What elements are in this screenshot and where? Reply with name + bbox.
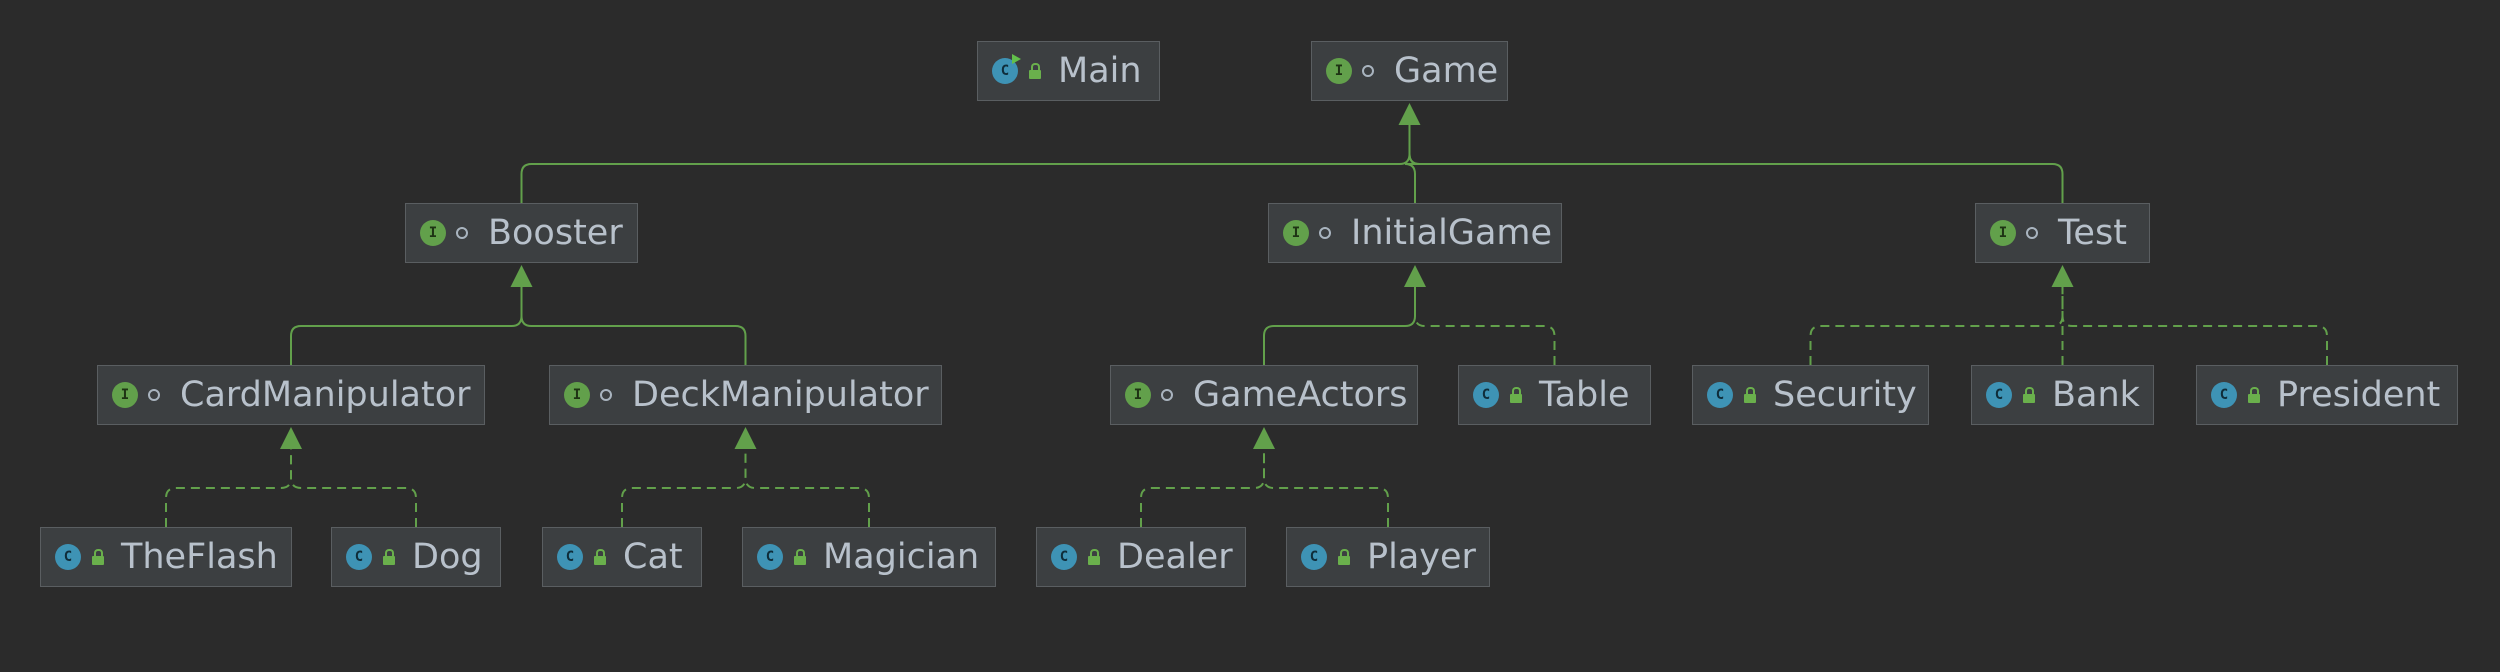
node-cat[interactable]: C Cat [542,527,702,587]
node-label: Booster [488,213,623,253]
public-lock-icon [593,549,607,565]
node-dealer[interactable]: C Dealer [1036,527,1246,587]
interface-icon: I [420,220,446,246]
node-security[interactable]: C Security [1692,365,1929,425]
interface-icon: I [1326,58,1352,84]
node-label: DeckManipulator [632,375,929,415]
public-lock-icon [1743,387,1757,403]
package-private-icon [2026,227,2042,239]
public-lock-icon [793,549,807,565]
node-table[interactable]: C Table [1458,365,1651,425]
arrowhead-test [2051,265,2074,287]
edge-theflash-to-cardmanipulator [165,449,292,527]
edge-test-to-game [1408,125,2064,203]
class-icon: C [2211,382,2237,408]
node-label: Dog [412,537,483,577]
node-label: Table [1539,375,1630,415]
class-icon: C [1707,382,1733,408]
node-label: Magician [823,537,980,577]
edge-magician-to-deckmanipulator [744,449,870,527]
interface-icon: I [564,382,590,408]
class-icon: C [1301,544,1327,570]
node-booster[interactable]: I Booster [405,203,638,263]
arrowhead-deckmanipulator [734,427,757,449]
class-icon: C [1051,544,1077,570]
node-gameactors[interactable]: I GameActors [1110,365,1418,425]
arrowhead-gameactors [1253,427,1275,449]
public-lock-icon [382,549,396,565]
node-label: Bank [2052,375,2140,415]
node-president[interactable]: C President [2196,365,2458,425]
public-lock-icon [1337,549,1351,565]
package-private-icon [1362,65,1378,77]
edge-booster-to-game [520,125,1411,203]
node-label: Game [1394,51,1499,91]
node-test[interactable]: I Test [1975,203,2150,263]
node-label: Dealer [1117,537,1233,577]
node-main[interactable]: C Main [977,41,1160,101]
class-icon: C [757,544,783,570]
node-dog[interactable]: C Dog [331,527,501,587]
public-lock-icon [1509,387,1523,403]
class-icon: C [1986,382,2012,408]
arrowhead-initialgame [1404,265,1426,287]
node-deckmanipulator[interactable]: I DeckManipulator [549,365,942,425]
edge-cardmanipulator-to-booster [290,287,523,365]
node-label: TheFlash [121,537,278,577]
package-private-icon [456,227,472,239]
edge-gameactors-to-initialgame [1263,287,1416,365]
edge-player-to-gameactors [1263,449,1389,527]
node-cardmanipulator[interactable]: I CardManipulator [97,365,485,425]
edge-dog-to-cardmanipulator [290,449,417,527]
node-initialgame[interactable]: I InitialGame [1268,203,1562,263]
edge-security-to-test [1809,287,2064,365]
class-icon: C [346,544,372,570]
package-private-icon [600,389,616,401]
node-label: President [2277,375,2441,415]
node-label: InitialGame [1351,213,1553,253]
edge-table-to-initialgame [1414,287,1556,365]
class-icon: C [557,544,583,570]
node-label: CardManipulator [180,375,471,415]
package-private-icon [148,389,164,401]
public-lock-icon [1028,63,1042,79]
interface-icon: I [1125,382,1151,408]
node-magician[interactable]: C Magician [742,527,996,587]
node-label: Cat [623,537,683,577]
node-bank[interactable]: C Bank [1971,365,2154,425]
public-lock-icon [1087,549,1101,565]
node-label: Player [1367,537,1476,577]
arrowhead-booster [510,265,533,287]
node-label: Security [1773,375,1917,415]
edge-deckmanipulator-to-booster [520,287,747,365]
node-label: Main [1058,51,1142,91]
node-label: Test [2058,213,2127,253]
node-game[interactable]: I Game [1311,41,1508,101]
public-lock-icon [91,549,105,565]
interface-icon: I [1990,220,2016,246]
edge-president-to-test [2061,287,2328,365]
edge-dealer-to-gameactors [1140,449,1265,527]
node-player[interactable]: C Player [1286,527,1490,587]
runnable-class-icon: C [992,54,1021,84]
class-icon: C [55,544,81,570]
interface-icon: I [1283,220,1309,246]
package-private-icon [1319,227,1335,239]
arrowhead-cardmanipulator [280,427,302,449]
public-lock-icon [2247,387,2261,403]
class-icon: C [1473,382,1499,408]
arrowhead-game [1398,103,1421,125]
package-private-icon [1161,389,1177,401]
public-lock-icon [2022,387,2036,403]
node-label: GameActors [1193,375,1408,415]
edge-cat-to-deckmanipulator [621,449,747,527]
node-theflash[interactable]: C TheFlash [40,527,292,587]
interface-icon: I [112,382,138,408]
